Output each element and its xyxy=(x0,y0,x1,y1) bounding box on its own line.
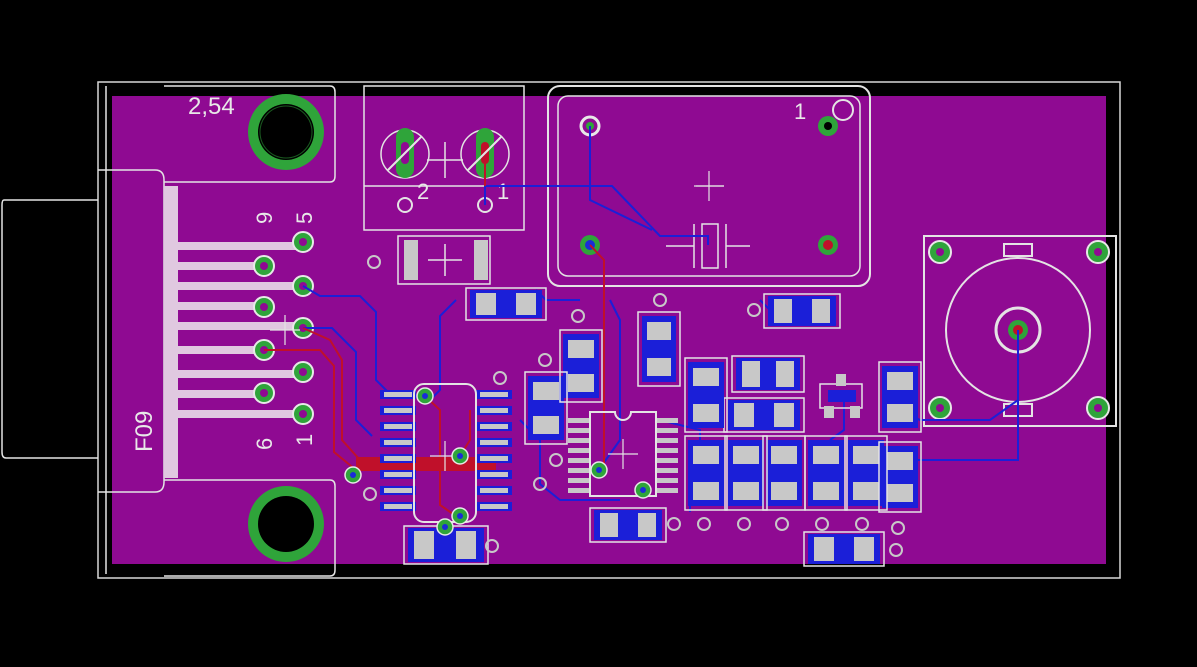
pin1-label: 1 xyxy=(292,434,317,446)
pin6-label: 6 xyxy=(252,438,277,450)
relay-pin1-label: 1 xyxy=(794,99,806,124)
diode-component[interactable] xyxy=(367,235,491,285)
terminal-pin1-label: 1 xyxy=(497,179,509,204)
smd-passives-horizontal[interactable] xyxy=(403,287,885,567)
sot23-transistor[interactable] xyxy=(819,374,863,418)
crystal-icon[interactable] xyxy=(666,223,750,269)
ic-tssop-right[interactable] xyxy=(568,411,678,497)
pitch-label: 2,54 xyxy=(188,93,235,120)
db9-pads[interactable] xyxy=(253,231,314,425)
connector-name-label: F09 xyxy=(131,411,158,452)
terminal-pin2-label: 2 xyxy=(417,179,429,204)
db9-fingers xyxy=(164,186,303,478)
pin9-label: 9 xyxy=(252,212,277,224)
screw-terminal-icon[interactable] xyxy=(363,85,525,231)
mounting-hole-icon[interactable] xyxy=(248,94,324,170)
smd-passives-vertical[interactable] xyxy=(524,311,922,513)
vias xyxy=(344,293,905,557)
origin-markers xyxy=(270,185,724,345)
pin5-label: 5 xyxy=(292,212,317,224)
ic-soic-left[interactable] xyxy=(380,383,512,523)
mounting-hole-icon[interactable] xyxy=(248,486,324,562)
board-outline xyxy=(97,81,1121,579)
